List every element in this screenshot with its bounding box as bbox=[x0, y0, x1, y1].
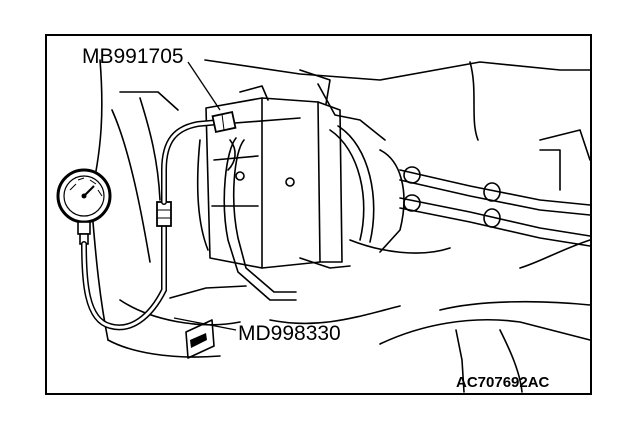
gauge-hose bbox=[81, 201, 172, 331]
leader-line-tool-bottom bbox=[173, 317, 237, 331]
hose-bundle bbox=[349, 149, 591, 254]
leader-line-tool-top bbox=[187, 61, 221, 111]
tool-label-bottom: MD998330 bbox=[238, 322, 341, 345]
component-block bbox=[205, 69, 343, 269]
pressure-gauge bbox=[56, 168, 112, 245]
brake-pipes bbox=[196, 125, 375, 301]
figure-id-label: AC707692AC bbox=[456, 374, 550, 391]
figure-frame bbox=[45, 34, 592, 395]
bracket-plate bbox=[185, 319, 215, 359]
tool-label-top: MB991705 bbox=[82, 45, 184, 68]
adapter-hose bbox=[161, 111, 237, 205]
